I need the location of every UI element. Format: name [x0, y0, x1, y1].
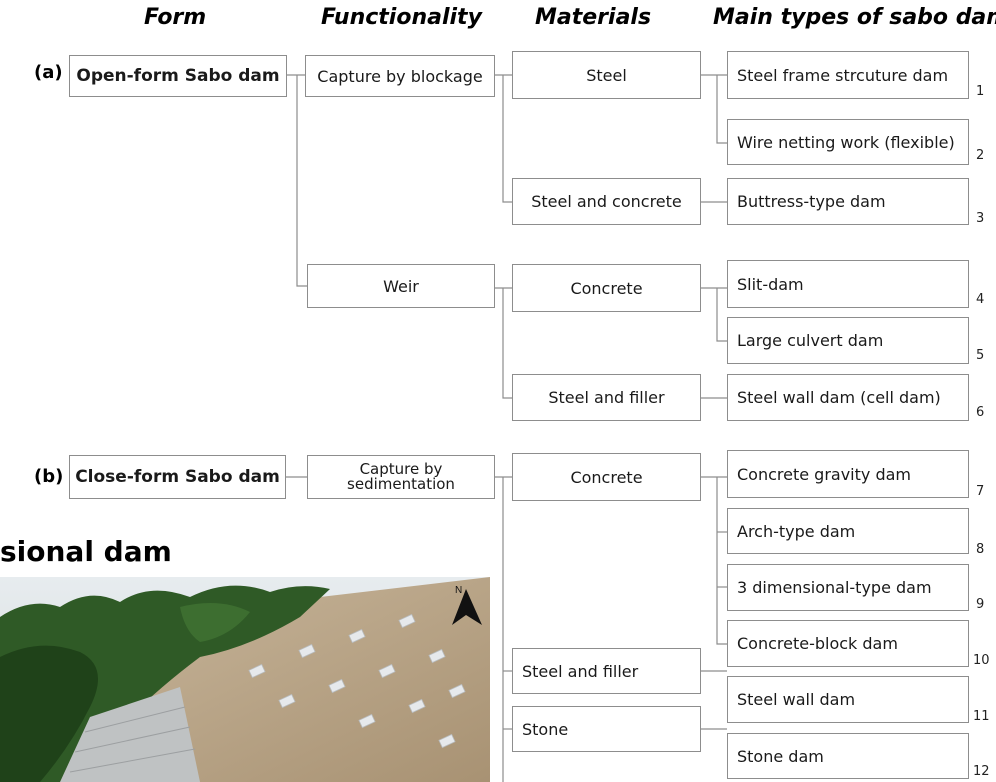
type-box-4: Slit-dam [727, 260, 969, 308]
north-arrow-label: N [455, 585, 462, 596]
type-number-6: 6 [976, 405, 985, 420]
type-number-1: 1 [976, 84, 985, 99]
type-number-8: 8 [976, 542, 985, 557]
type-box-1: Steel frame strcuture dam [727, 51, 969, 99]
type-box-6: Steel wall dam (cell dam) [727, 374, 969, 421]
material-steel-box: Steel [512, 51, 701, 99]
hillside-photo: N [0, 577, 490, 782]
type-box-5: Large culvert dam [727, 317, 969, 364]
material-concrete-b-box: Concrete [512, 453, 701, 501]
photo-title-fragment: sional dam [0, 535, 172, 568]
header-form: Form [144, 5, 207, 30]
header-functionality: Functionality [321, 5, 482, 30]
header-materials: Materials [535, 5, 652, 30]
close-form-sabo-dam-box: Close-form Sabo dam [69, 455, 286, 499]
material-steel-and-filler-b-box: Steel and filler [512, 648, 701, 694]
type-number-10: 10 [973, 653, 990, 668]
section-b-tag: (b) [34, 466, 64, 487]
material-concrete-box: Concrete [512, 264, 701, 312]
type-box-12: Stone dam [727, 733, 969, 779]
capture-by-sedimentation-label: Capture by sedimentation [347, 460, 455, 493]
header-main-types: Main types of sabo dam [713, 5, 996, 30]
type-number-2: 2 [976, 148, 985, 163]
type-box-9: 3 dimensional-type dam [727, 564, 969, 611]
section-a-tag: (a) [34, 62, 63, 83]
type-number-9: 9 [976, 597, 985, 612]
type-number-12: 12 [973, 764, 990, 779]
type-box-10: Concrete-block dam [727, 620, 969, 667]
type-box-3: Buttress-type dam [727, 178, 969, 225]
type-number-7: 7 [976, 484, 985, 499]
capture-by-sedimentation-box: Capture by sedimentation [307, 455, 495, 499]
type-number-4: 4 [976, 292, 985, 307]
weir-box: Weir [307, 264, 495, 308]
material-steel-and-concrete-box: Steel and concrete [512, 178, 701, 225]
type-box-2: Wire netting work (flexible) [727, 119, 969, 165]
type-box-7: Concrete gravity dam [727, 450, 969, 498]
type-number-11: 11 [973, 709, 990, 724]
open-form-sabo-dam-box: Open-form Sabo dam [69, 55, 287, 97]
type-number-3: 3 [976, 211, 985, 226]
material-stone-box: Stone [512, 706, 701, 752]
type-number-5: 5 [976, 348, 985, 363]
capture-by-blockage-box: Capture by blockage [305, 55, 495, 97]
material-steel-and-filler-box: Steel and filler [512, 374, 701, 421]
type-box-11: Steel wall dam [727, 676, 969, 723]
type-box-8: Arch-type dam [727, 508, 969, 554]
